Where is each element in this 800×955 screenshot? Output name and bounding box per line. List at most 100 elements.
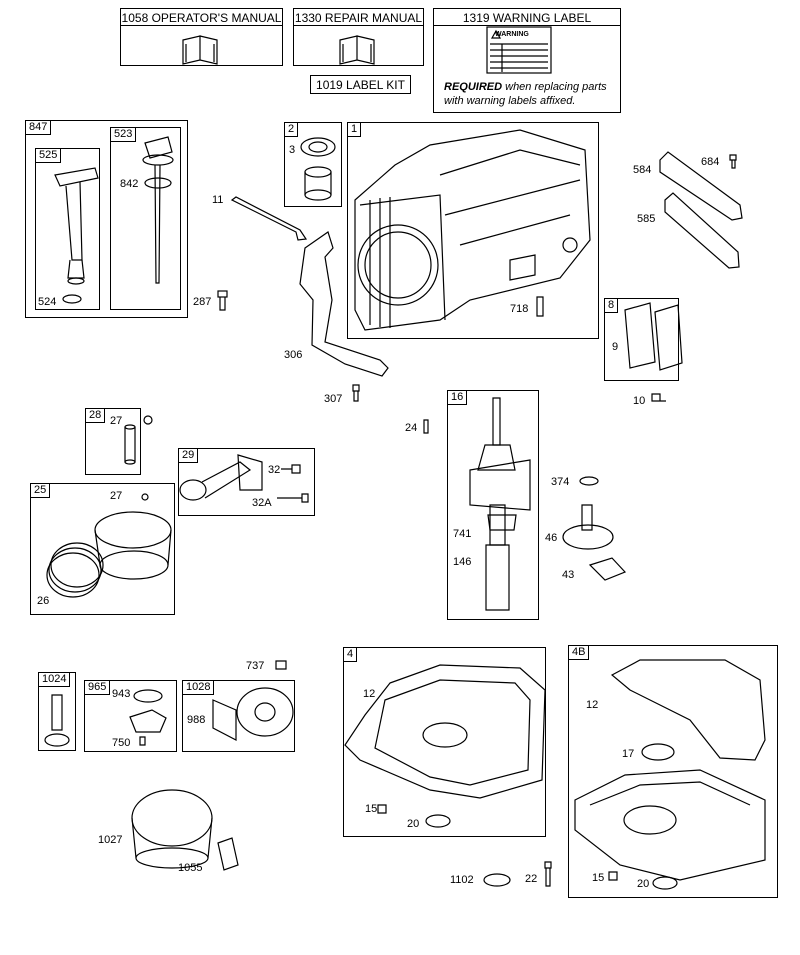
group-box-8[interactable] bbox=[604, 298, 679, 381]
washer-374 bbox=[579, 476, 599, 486]
part-label-22[interactable]: 22 bbox=[525, 873, 538, 885]
group-box-523[interactable] bbox=[110, 127, 181, 310]
seal-17 bbox=[641, 743, 675, 761]
repair-manual-box[interactable]: 1330 REPAIR MANUAL bbox=[293, 8, 424, 66]
part-label-20-b[interactable]: 20 bbox=[637, 878, 650, 890]
part-label-12-a[interactable]: 12 bbox=[363, 688, 376, 700]
part-label-737[interactable]: 737 bbox=[246, 660, 265, 672]
group-tag-4: 4 bbox=[343, 647, 358, 662]
group-tag-847: 847 bbox=[25, 120, 52, 135]
oil-filter-1027 bbox=[131, 789, 213, 869]
operators-manual-divider bbox=[120, 9, 283, 26]
part-label-146[interactable]: 146 bbox=[453, 556, 472, 568]
group-tag-1: 1 bbox=[347, 122, 362, 137]
pin-24 bbox=[423, 419, 429, 434]
governor-gear-46 bbox=[562, 504, 614, 550]
group-tag-1028: 1028 bbox=[182, 680, 215, 695]
part-label-750[interactable]: 750 bbox=[112, 737, 131, 749]
part-label-287[interactable]: 287 bbox=[193, 296, 212, 308]
screw-684 bbox=[729, 154, 737, 169]
part-label-1102[interactable]: 1102 bbox=[450, 874, 474, 886]
required-note: REQUIRED when replacing parts with warni… bbox=[444, 80, 607, 108]
part-label-1027[interactable]: 1027 bbox=[98, 834, 123, 846]
group-box-28[interactable] bbox=[85, 408, 141, 475]
part-label-26[interactable]: 26 bbox=[37, 595, 50, 607]
part-label-43[interactable]: 43 bbox=[562, 569, 575, 581]
warning-word: WARNING bbox=[495, 31, 529, 38]
group-tag-523: 523 bbox=[110, 127, 137, 142]
operators-manual-book-icon bbox=[182, 35, 218, 65]
part-label-3[interactable]: 3 bbox=[289, 144, 296, 156]
repair-manual-book-icon bbox=[339, 35, 375, 65]
part-label-27-a[interactable]: 27 bbox=[110, 415, 123, 427]
group-tag-8: 8 bbox=[604, 298, 619, 313]
part-label-24[interactable]: 24 bbox=[405, 422, 418, 434]
part-label-943[interactable]: 943 bbox=[112, 688, 131, 700]
group-box-16[interactable] bbox=[447, 390, 539, 620]
part-label-741[interactable]: 741 bbox=[453, 528, 472, 540]
group-box-525[interactable] bbox=[35, 148, 100, 310]
crankshaft-16 bbox=[469, 397, 531, 611]
part-label-17[interactable]: 17 bbox=[622, 748, 635, 760]
part-label-12-b[interactable]: 12 bbox=[586, 699, 599, 711]
dowel-pin-718 bbox=[536, 296, 544, 317]
part-label-32[interactable]: 32 bbox=[268, 464, 281, 476]
group-box-4[interactable] bbox=[343, 647, 546, 837]
gasket-12b bbox=[610, 659, 766, 761]
part-label-15-a[interactable]: 15 bbox=[365, 803, 378, 815]
group-box-29[interactable] bbox=[178, 448, 315, 516]
part-label-32a[interactable]: 32A bbox=[252, 497, 272, 509]
part-label-306[interactable]: 306 bbox=[284, 349, 303, 361]
gasket-1102 bbox=[483, 873, 511, 887]
nipple-1055 bbox=[217, 837, 239, 871]
part-label-27-b[interactable]: 27 bbox=[110, 490, 123, 502]
group-tag-28: 28 bbox=[85, 408, 106, 423]
group-box-25[interactable] bbox=[30, 483, 175, 615]
group-tag-16: 16 bbox=[447, 390, 468, 405]
part-label-524[interactable]: 524 bbox=[38, 296, 57, 308]
gasket-585 bbox=[664, 192, 740, 269]
seal-3 bbox=[300, 137, 336, 157]
operators-manual-box[interactable]: 1058 OPERATOR'S MANUAL bbox=[120, 8, 283, 66]
group-box-4b[interactable] bbox=[568, 645, 778, 898]
group-box-1028[interactable] bbox=[182, 680, 295, 752]
part-label-46[interactable]: 46 bbox=[545, 532, 558, 544]
part-label-10[interactable]: 10 bbox=[633, 395, 646, 407]
group-tag-29: 29 bbox=[178, 448, 199, 463]
part-label-20-a[interactable]: 20 bbox=[407, 818, 420, 830]
part-label-374[interactable]: 374 bbox=[551, 476, 570, 488]
operators-manual-title: 1058 OPERATOR'S MANUAL bbox=[121, 11, 282, 25]
valve-cover-8 bbox=[624, 302, 683, 371]
part-label-718[interactable]: 718 bbox=[510, 303, 529, 315]
cover-965 bbox=[129, 689, 167, 746]
part-label-9[interactable]: 9 bbox=[612, 341, 619, 353]
required-rest-2: with warning labels affixed. bbox=[444, 95, 576, 107]
part-label-307[interactable]: 307 bbox=[324, 393, 343, 405]
group-box-2[interactable] bbox=[284, 122, 342, 207]
group-box-965[interactable] bbox=[84, 680, 177, 752]
plug-15a bbox=[377, 804, 387, 814]
breather-tube-11 bbox=[230, 196, 308, 241]
label-kit-box[interactable]: 1019 LABEL KIT bbox=[310, 75, 411, 94]
part-label-15-b[interactable]: 15 bbox=[592, 872, 605, 884]
group-box-1[interactable] bbox=[347, 122, 599, 339]
part-label-684[interactable]: 684 bbox=[701, 156, 720, 168]
part-label-988[interactable]: 988 bbox=[187, 714, 206, 726]
part-label-1055[interactable]: 1055 bbox=[178, 862, 203, 874]
bushing-2 bbox=[304, 166, 332, 201]
required-rest-1: when replacing parts bbox=[502, 81, 607, 93]
group-box-847[interactable] bbox=[25, 120, 188, 318]
warning-label-box[interactable]: 1319 WARNING LABEL bbox=[433, 8, 621, 113]
pump-1024 bbox=[44, 694, 70, 747]
warning-label-sticker bbox=[486, 26, 552, 74]
screw-22 bbox=[544, 861, 552, 887]
piston-pin-28 bbox=[124, 415, 153, 465]
part-label-11[interactable]: 11 bbox=[212, 194, 224, 206]
screw-10 bbox=[651, 393, 666, 402]
part-label-584[interactable]: 584 bbox=[633, 164, 652, 176]
part-label-842[interactable]: 842 bbox=[120, 178, 139, 190]
part-label-585[interactable]: 585 bbox=[637, 213, 656, 225]
governor-arm-43 bbox=[588, 557, 627, 581]
connecting-rod-29 bbox=[179, 454, 309, 503]
